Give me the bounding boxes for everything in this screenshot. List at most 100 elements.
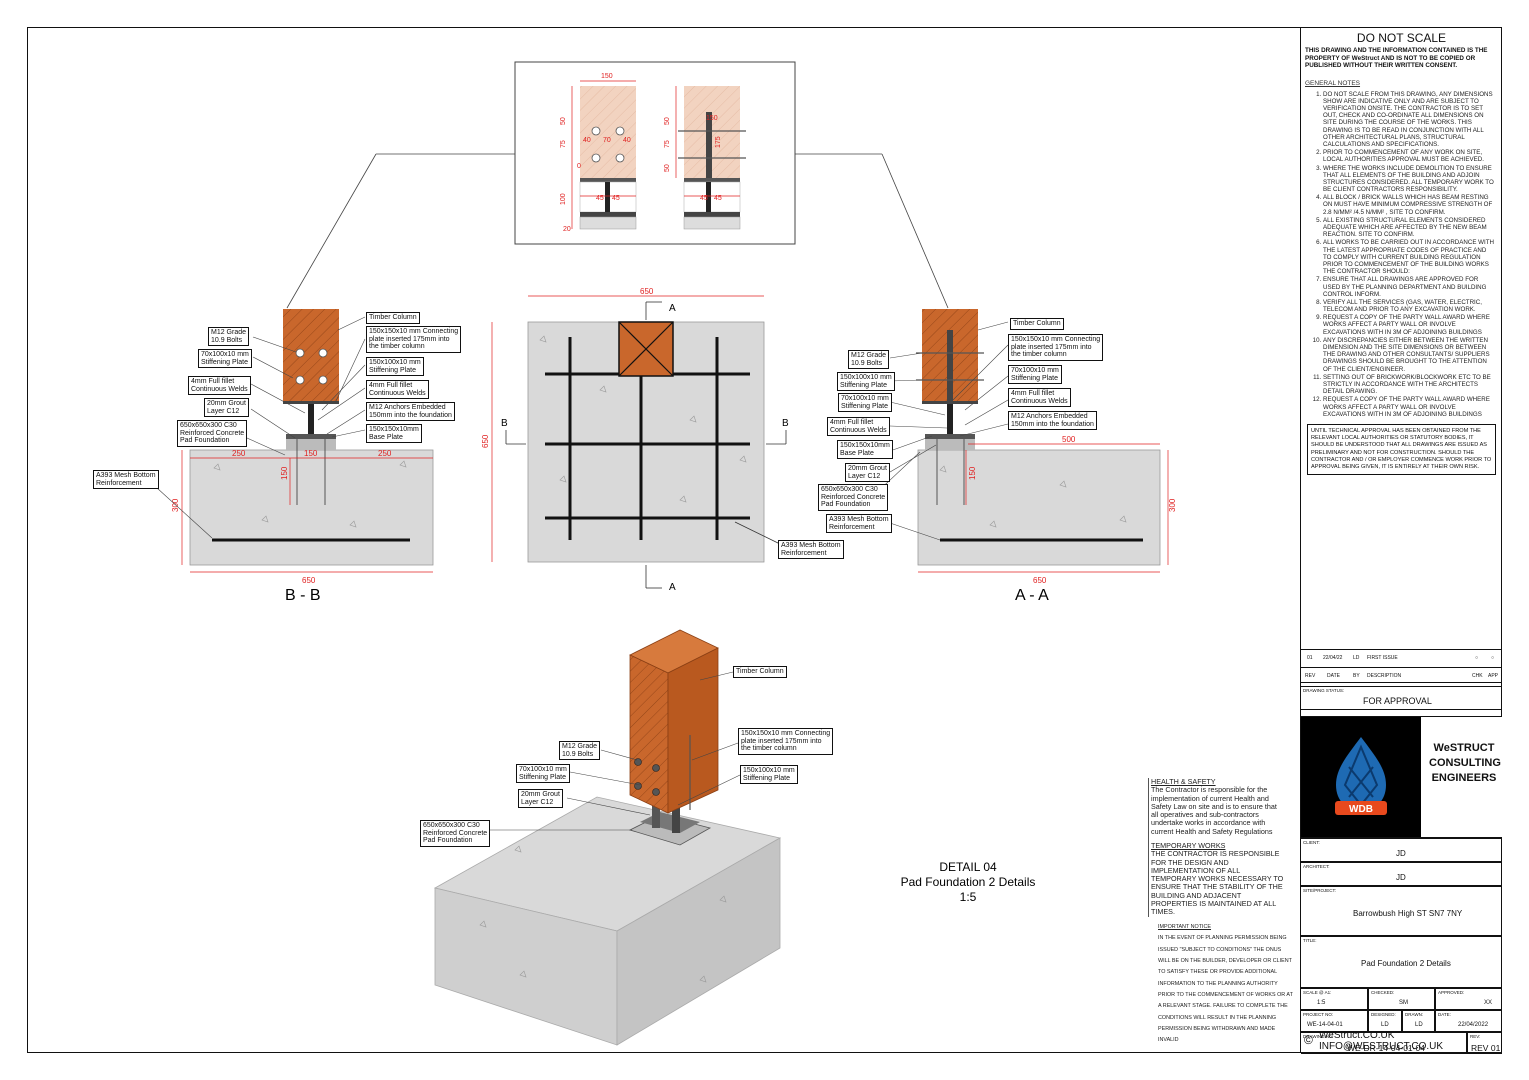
aa-label-connecting: 150x150x10 mm Connecting plate inserted … <box>1008 334 1104 362</box>
general-note: SETTING OUT OF BRICKWORK/BLOCKWORK ETC T… <box>1323 374 1496 396</box>
general-note: REQUEST A COPY OF THE PARTY WALL AWARD W… <box>1323 314 1496 336</box>
site-cell: SITE/PROJECT: Barrowbush High ST SN7 7NY <box>1301 886 1502 936</box>
drawing-status-cell: DRAWING STATUS: FOR APPROVAL <box>1301 686 1502 710</box>
designed-cell: DESIGNED: LD <box>1368 1010 1402 1032</box>
plate-detail-box: 150 50 75 100 20 40 70 40 0 45 45 50 75 … <box>286 61 949 309</box>
aa-label-baseplate: 150x150x10mm Base Plate <box>837 440 893 460</box>
important-notice: IMPORTANT NOTICE IN THE EVENT OF PLANNIN… <box>1158 922 1293 1047</box>
revision-header: REV DATE BY DESCRIPTION CHK APP <box>1305 673 1499 679</box>
iso-label-stiff-150: 150x100x10 mm Stiffening Plate <box>740 765 798 785</box>
plan-view: 650 650 A A B B <box>481 287 789 593</box>
email-link[interactable]: INFO@WESTRUCT.CO.UK <box>1319 1041 1444 1052</box>
general-notes-heading: GENERAL NOTES <box>1305 79 1361 87</box>
rev-cell: REV: REV 01 <box>1467 1032 1502 1054</box>
section-bb-label: B - B <box>285 587 321 604</box>
health-safety-notes: HEALTH & SAFETY The Contractor is respon… <box>1148 777 1286 917</box>
bb-dim-650: 650 <box>302 576 316 585</box>
scale: 1:5 <box>1317 1000 1326 1006</box>
general-notes-list: DO NOT SCALE FROM THIS DRAWING, ANY DIME… <box>1301 91 1502 418</box>
isometric-view <box>433 629 782 1046</box>
plan-dim-650-h: 650 <box>640 287 654 296</box>
dim-40-a: 40 <box>583 137 591 144</box>
dim-45-c: 45 <box>700 195 708 202</box>
dim-150-top: 150 <box>601 73 613 80</box>
aa-dim-150-v: 150 <box>968 466 977 480</box>
marker-a-bottom: A <box>669 582 676 593</box>
general-note: WHERE THE WORKS INCLUDE DEMOLITION TO EN… <box>1323 165 1496 194</box>
website-link[interactable]: WeStruct.CO.UK <box>1319 1030 1395 1041</box>
drawing-sheet-border <box>27 27 1502 1053</box>
general-note: ENSURE THAT ALL DRAWINGS ARE APPROVED FO… <box>1323 276 1496 298</box>
general-note: ALL WORKS TO BE CARRIED OUT IN ACCORDANC… <box>1323 239 1496 275</box>
general-note: DO NOT SCALE FROM THIS DRAWING, ANY DIME… <box>1323 91 1496 149</box>
dim-45-a: 45 <box>596 195 604 202</box>
general-note: ALL EXISTING STRUCTURAL ELEMENTS CONSIDE… <box>1323 217 1496 239</box>
drawing-no: WE-DR-14-04-01-04 <box>1347 1043 1425 1053</box>
scale-cell: SCALE @ A1: 1:5 <box>1301 988 1368 1010</box>
marker-a-top: A <box>669 303 676 314</box>
architect: JD <box>1396 873 1406 882</box>
bb-label-baseplate: 150x150x10mm Base Plate <box>366 424 422 444</box>
title-cell: TITLE: Pad Foundation 2 Details <box>1301 936 1502 988</box>
logo-cell: WDB WeSTRUCT CONSULTING ENGINEERS <box>1301 716 1502 838</box>
drawing-no-cell: DRAWING No: WE-DR-14-04-01-04 <box>1301 1032 1467 1054</box>
site: Barrowbush High ST SN7 7NY <box>1353 909 1463 918</box>
aa-dim-650: 650 <box>1033 576 1047 585</box>
designed: LD <box>1381 1022 1389 1028</box>
drawing-title: Pad Foundation 2 Details <box>1361 959 1451 968</box>
technical-approval-notice: UNTIL TECHNICAL APPROVAL HAS BEEN OBTAIN… <box>1307 423 1496 476</box>
revision-row: 01 22/04/22 LD FIRST ISSUE ○ ○ <box>1301 650 1502 668</box>
plan-label-mesh: A393 Mesh Bottom Reinforcement <box>778 540 844 560</box>
dim-45-b: 45 <box>612 195 620 202</box>
client: JD <box>1396 849 1406 858</box>
checked: SM <box>1399 1000 1408 1006</box>
general-note: REQUEST A COPY OF THE PARTY WALL AWARD W… <box>1323 396 1496 418</box>
detail-title: DETAIL 04 Pad Foundation 2 Details 1:5 <box>901 860 1036 904</box>
general-note: ANY DISCREPANCIES EITHER BETWEEN THE WRI… <box>1323 337 1496 373</box>
temporary-works-text: THE CONTRACTOR IS RESPONSIBLE FOR THE DE… <box>1151 849 1284 917</box>
revision-table: 01 22/04/22 LD FIRST ISSUE ○ ○ REV DATE … <box>1301 649 1502 683</box>
bb-label-grout: 20mm Grout Layer C12 <box>204 398 249 418</box>
bb-label-stiffening: 70x100x10 mm Stiffening Plate <box>198 349 252 369</box>
section-aa: 500 650 300 150 A - A <box>872 309 1177 604</box>
marker-b-left: B <box>501 418 508 429</box>
detail-subtitle: Pad Foundation 2 Details <box>901 875 1036 889</box>
detail-scale: 1:5 <box>960 890 977 904</box>
general-note: VERIFY ALL THE SERVICES (GAS, WATER, ELE… <box>1323 299 1496 313</box>
bb-label-pad: 650x650x300 C30 Reinforced Concrete Pad … <box>177 420 248 448</box>
important-notice-text: IN THE EVENT OF PLANNING PERMISSION BEIN… <box>1158 935 1293 1044</box>
iso-label-grout: 20mm Grout Layer C12 <box>518 789 563 809</box>
approved-cell: APPROVED: XX <box>1435 988 1502 1010</box>
drawn-cell: DRAWN: LD <box>1402 1010 1435 1032</box>
title-block: DO NOT SCALE THIS DRAWING AND THE INFORM… <box>1300 27 1502 1054</box>
dim-20: 20 <box>563 226 571 233</box>
aa-dim-300: 300 <box>1168 498 1177 512</box>
bb-label-bolts: M12 Grade 10.9 Bolts <box>208 327 250 347</box>
drawn: LD <box>1415 1022 1423 1028</box>
dim-75-b: 75 <box>664 140 671 148</box>
important-notice-heading: IMPORTANT NOTICE <box>1158 924 1212 930</box>
aa-label-stiffening-r: 70x100x10 mm Stiffening Plate <box>1008 365 1062 385</box>
dim-45-d: 45 <box>714 195 722 202</box>
bb-dim-250-a: 250 <box>232 449 246 458</box>
property-notice: THIS DRAWING AND THE INFORMATION CONTAIN… <box>1305 47 1488 70</box>
rev: REV 01 <box>1471 1043 1501 1053</box>
bb-dim-150: 150 <box>304 449 318 458</box>
dim-175-a: 175 <box>715 136 722 148</box>
health-safety-heading: HEALTH & SAFETY <box>1151 777 1216 786</box>
iso-label-stiffening: 70x100x10 mm Stiffening Plate <box>516 764 570 784</box>
dim-50-a: 50 <box>560 117 567 125</box>
dim-70: 70 <box>603 137 611 144</box>
detail-number: DETAIL 04 <box>939 860 997 874</box>
iso-label-pad: 650x650x300 C30 Reinforced Concrete Pad … <box>420 820 491 848</box>
health-safety-text: The Contractor is responsible for the im… <box>1151 785 1277 836</box>
plan-dim-650-v: 650 <box>481 434 490 448</box>
client-cell: CLIENT: JD <box>1301 838 1502 862</box>
contact-footer: © WeStruct.CO.UK INFO@WESTRUCT.CO.UK <box>1304 1029 1500 1053</box>
dim-40-b: 40 <box>623 137 631 144</box>
iso-label-timber: Timber Column <box>733 666 787 678</box>
bb-label-welds: 4mm Full fillet Continuous Welds <box>188 376 251 396</box>
aa-dim-500: 500 <box>1062 435 1076 444</box>
bb-dim-150-v: 150 <box>280 466 289 480</box>
architect-cell: ARCHITECT: JD <box>1301 862 1502 886</box>
